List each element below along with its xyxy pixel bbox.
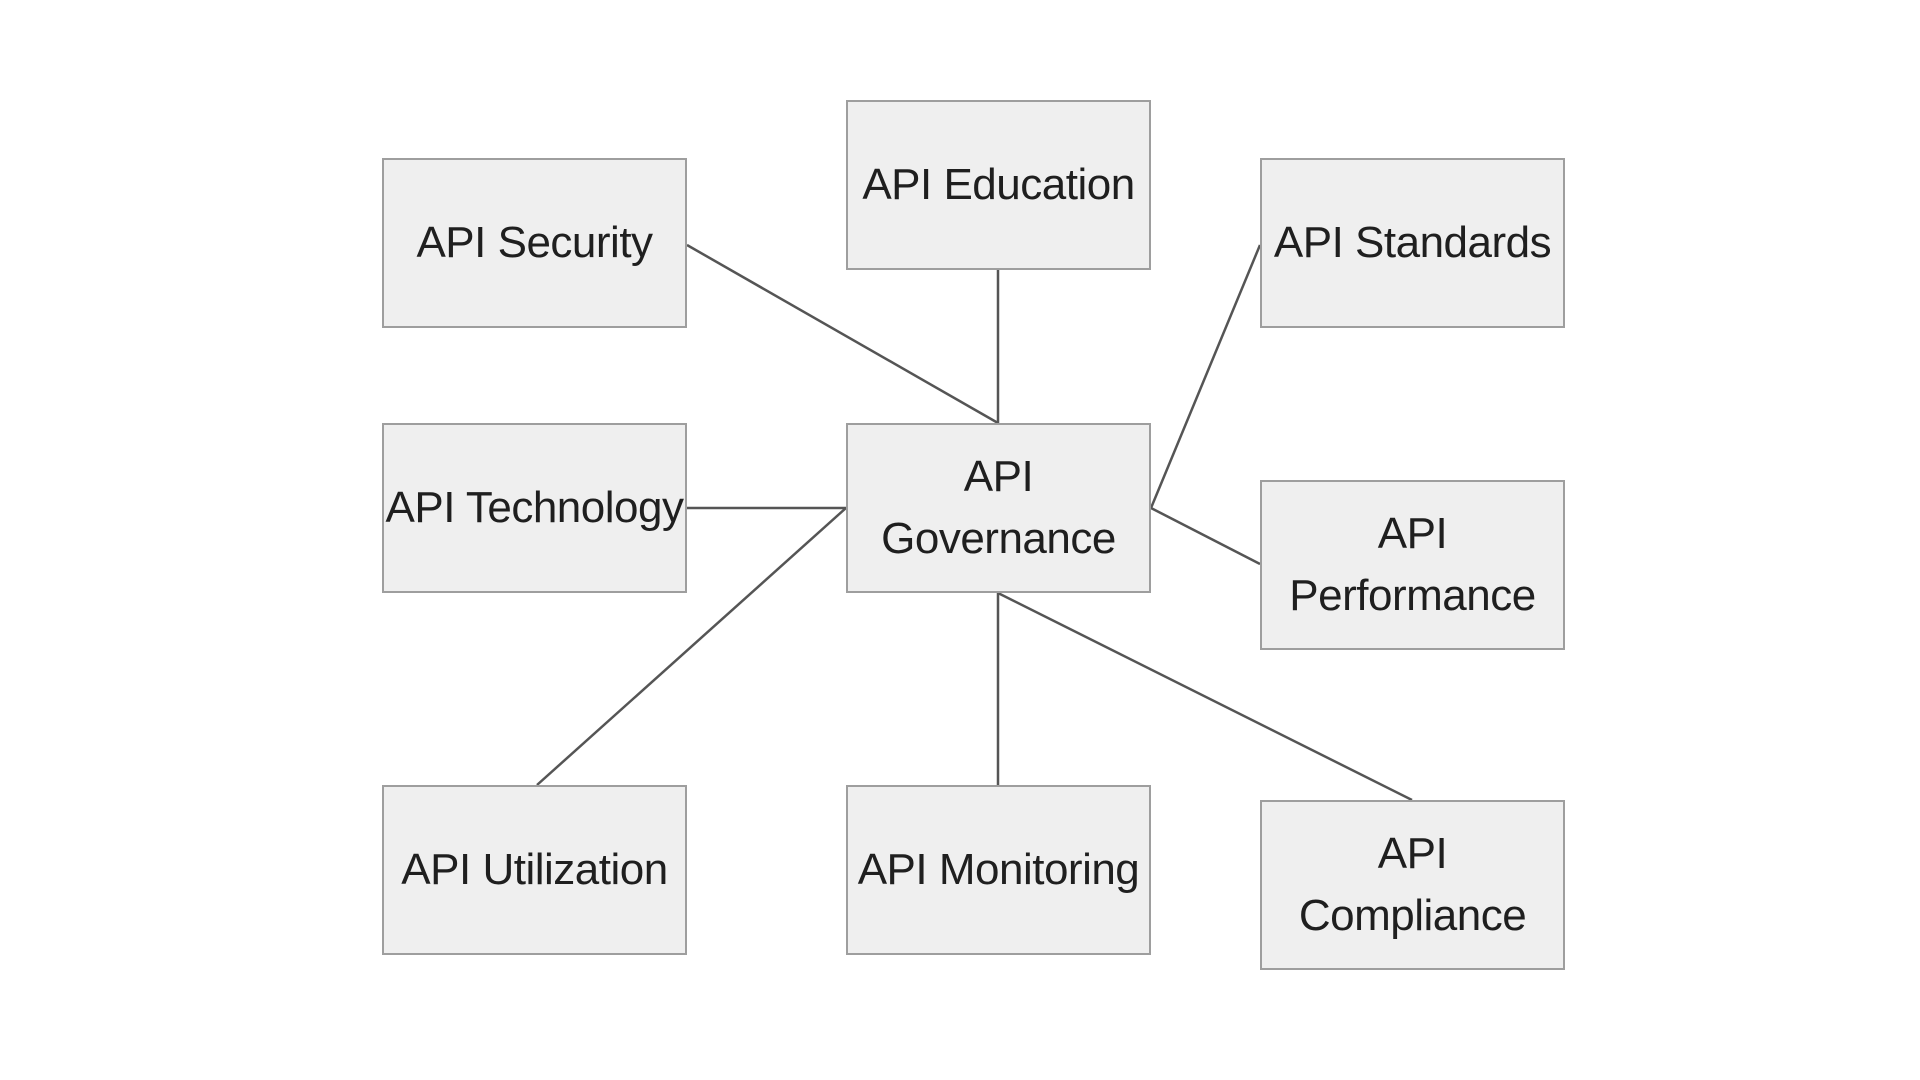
edge-governance-compliance (997, 591, 1413, 802)
node-api-technology: API Technology (382, 423, 687, 593)
node-api-compliance: API Compliance (1260, 800, 1565, 970)
node-label-line: API Standards (1273, 218, 1552, 267)
node-label-line: API (963, 452, 1034, 501)
node-api-monitoring: API Monitoring (846, 785, 1151, 955)
node-api-standards: API Standards (1260, 158, 1565, 328)
node-label-line: API Utilization (401, 845, 668, 894)
node-api-security: API Security (382, 158, 687, 328)
node-label-line: API (1377, 829, 1448, 878)
edge-governance-standards (1149, 244, 1262, 509)
node-api-utilization: API Utilization (382, 785, 687, 955)
node-label-line: Compliance (1298, 891, 1527, 940)
node-api-education: API Education (846, 100, 1151, 270)
node-label-line: API Monitoring (857, 845, 1140, 894)
node-label-line: API Security (416, 218, 653, 267)
edge-governance-utilization (536, 507, 847, 786)
node-label-line: API Education (862, 160, 1135, 209)
node-api-performance: API Performance (1260, 480, 1565, 650)
node-label-line: API Technology (385, 483, 684, 532)
node-label-line: Governance (881, 514, 1116, 563)
edge-governance-security (686, 243, 999, 425)
node-label-line: Performance (1289, 571, 1536, 620)
node-label-line: API (1377, 509, 1448, 558)
node-api-governance: API Governance (846, 423, 1151, 593)
edge-governance-performance (1150, 506, 1261, 566)
